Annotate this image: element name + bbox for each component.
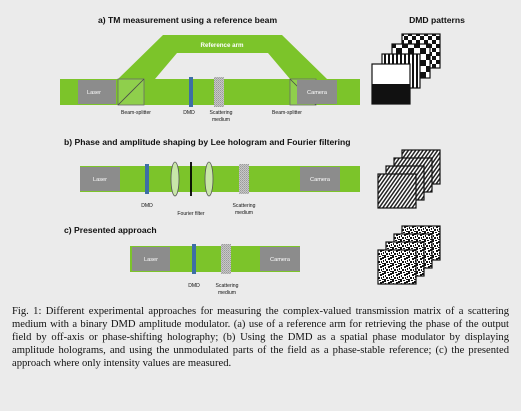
scattering-medium xyxy=(214,77,224,107)
laser-label: Laser xyxy=(93,177,107,183)
camera-label: Camera xyxy=(310,177,331,183)
beam-splitter-left xyxy=(117,78,145,106)
beam-splitter-left-label: Beam-splitter xyxy=(121,110,151,116)
camera-box xyxy=(300,167,340,191)
scattering-label-line2: medium xyxy=(218,290,236,296)
camera-label: Camera xyxy=(307,90,328,96)
lens-2 xyxy=(204,161,214,197)
scattering-label-line2: medium xyxy=(235,210,253,216)
dmd-label: DMD xyxy=(183,110,195,116)
camera-box xyxy=(297,80,337,104)
lens-1 xyxy=(170,161,180,197)
figure-diagram: DMD patterns a) TM measurement using a r… xyxy=(60,15,465,296)
scattering-label-line1: Scattering xyxy=(233,203,256,209)
dmd-label: DMD xyxy=(188,283,200,289)
camera-box xyxy=(260,247,300,271)
panel-c: c) Presented approach Laser Camera DMD S… xyxy=(64,225,300,296)
scattering-label-line1: Scattering xyxy=(210,110,233,116)
reference-arm-beam xyxy=(118,35,327,79)
beam-splitter-right-label: Beam-splitter xyxy=(272,110,302,116)
dmd-element xyxy=(189,77,193,107)
laser-box xyxy=(132,247,170,271)
panel-b: b) Phase and amplitude shaping by Lee ho… xyxy=(64,137,360,217)
scattering-label-line1: Scattering xyxy=(216,283,239,289)
panel-a: a) TM measurement using a reference beam… xyxy=(60,15,360,123)
reference-arm-label: Reference arm xyxy=(201,42,244,49)
dmd-patterns-stack-b xyxy=(377,149,441,209)
dmd-label: DMD xyxy=(141,203,153,209)
dmd-patterns-title: DMD patterns xyxy=(409,15,465,25)
dmd-element xyxy=(192,244,196,274)
fourier-filter-label: Fourier filter xyxy=(177,211,204,217)
panel-c-title: c) Presented approach xyxy=(64,225,157,235)
laser-box xyxy=(78,80,116,104)
dmd-patterns-stack-a xyxy=(371,33,441,105)
dmd-patterns-stack-c xyxy=(377,225,441,285)
scattering-medium xyxy=(239,164,249,194)
laser-label: Laser xyxy=(144,257,158,263)
laser-label: Laser xyxy=(87,90,101,96)
scattering-label-line2: medium xyxy=(212,117,230,123)
laser-box xyxy=(80,167,120,191)
panel-a-title: a) TM measurement using a reference beam xyxy=(98,15,277,25)
scattering-medium xyxy=(221,244,231,274)
figure-caption: Fig. 1: Different experimental approache… xyxy=(12,306,509,370)
dmd-element xyxy=(145,164,149,194)
panel-b-title: b) Phase and amplitude shaping by Lee ho… xyxy=(64,137,351,147)
camera-label: Camera xyxy=(270,257,291,263)
